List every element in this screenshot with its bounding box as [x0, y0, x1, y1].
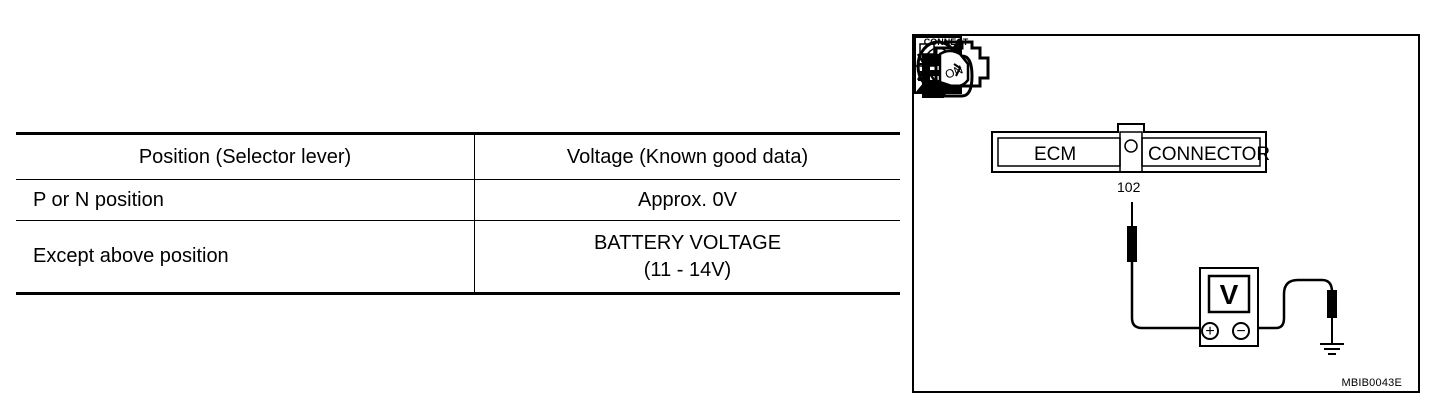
engine-off-icon	[916, 40, 990, 88]
voltage-line: BATTERY VOLTAGE	[593, 231, 782, 254]
voltage-line: (11 - 14V)	[643, 258, 732, 281]
voltmeter-label: V	[1219, 279, 1239, 310]
voltage-spec-table: Position (Selector lever) Voltage (Known…	[16, 132, 900, 295]
cell-position: P or N position	[16, 179, 475, 221]
positive-probe	[1127, 226, 1137, 262]
voltage-line: Approx. 0V	[638, 188, 737, 211]
connector-label: CONNECTOR	[1148, 144, 1271, 165]
wiring-diagram: + −	[991, 123, 1344, 355]
header-position: Position (Selector lever)	[16, 133, 475, 180]
negative-probe	[1327, 290, 1337, 318]
cell-position: Except above position	[16, 220, 475, 294]
cell-voltage: Approx. 0V	[474, 179, 900, 221]
positive-terminal	[1201, 322, 1219, 340]
table-header-row: Position (Selector lever) Voltage (Known…	[16, 133, 900, 180]
table-row: P or N position Approx. 0V	[16, 179, 900, 221]
table-row: Except above position BATTERY VOLTAGE (1…	[16, 220, 901, 294]
connector-name: ECM	[1034, 144, 1077, 165]
pin-number: 102	[1117, 179, 1141, 195]
terminal-102	[1124, 139, 1138, 153]
positive-sign: +	[1205, 323, 1214, 340]
header-voltage: Voltage (Known good data)	[474, 133, 900, 180]
cell-voltage: BATTERY VOLTAGE (11 - 14V)	[475, 221, 901, 294]
negative-terminal	[1232, 322, 1250, 340]
ecm-connector-voltage-figure: H.S. CONNECT ON	[912, 34, 1420, 393]
figure-code: MBIB0043E	[1341, 377, 1402, 389]
negative-sign: −	[1236, 323, 1245, 340]
